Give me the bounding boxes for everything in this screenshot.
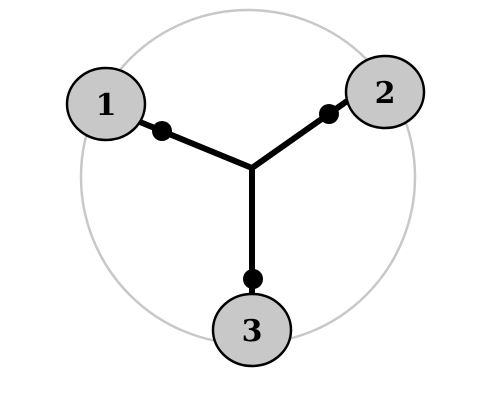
- endpoint-dot-1: [152, 121, 172, 141]
- endpoint-dot-3: [243, 269, 263, 289]
- endpoint-dots: [152, 104, 339, 289]
- node-1-shape: [65, 66, 147, 142]
- node-2-label: 2: [375, 76, 396, 111]
- node-3-label: 3: [242, 314, 263, 349]
- node-3-shape: [211, 292, 293, 368]
- node-3: 3: [211, 292, 293, 368]
- node-1-label: 1: [96, 88, 117, 123]
- endpoint-dot-2: [319, 104, 339, 124]
- node-2: 2: [344, 54, 426, 130]
- node-2-shape: [344, 54, 426, 130]
- node-1: 1: [65, 66, 147, 142]
